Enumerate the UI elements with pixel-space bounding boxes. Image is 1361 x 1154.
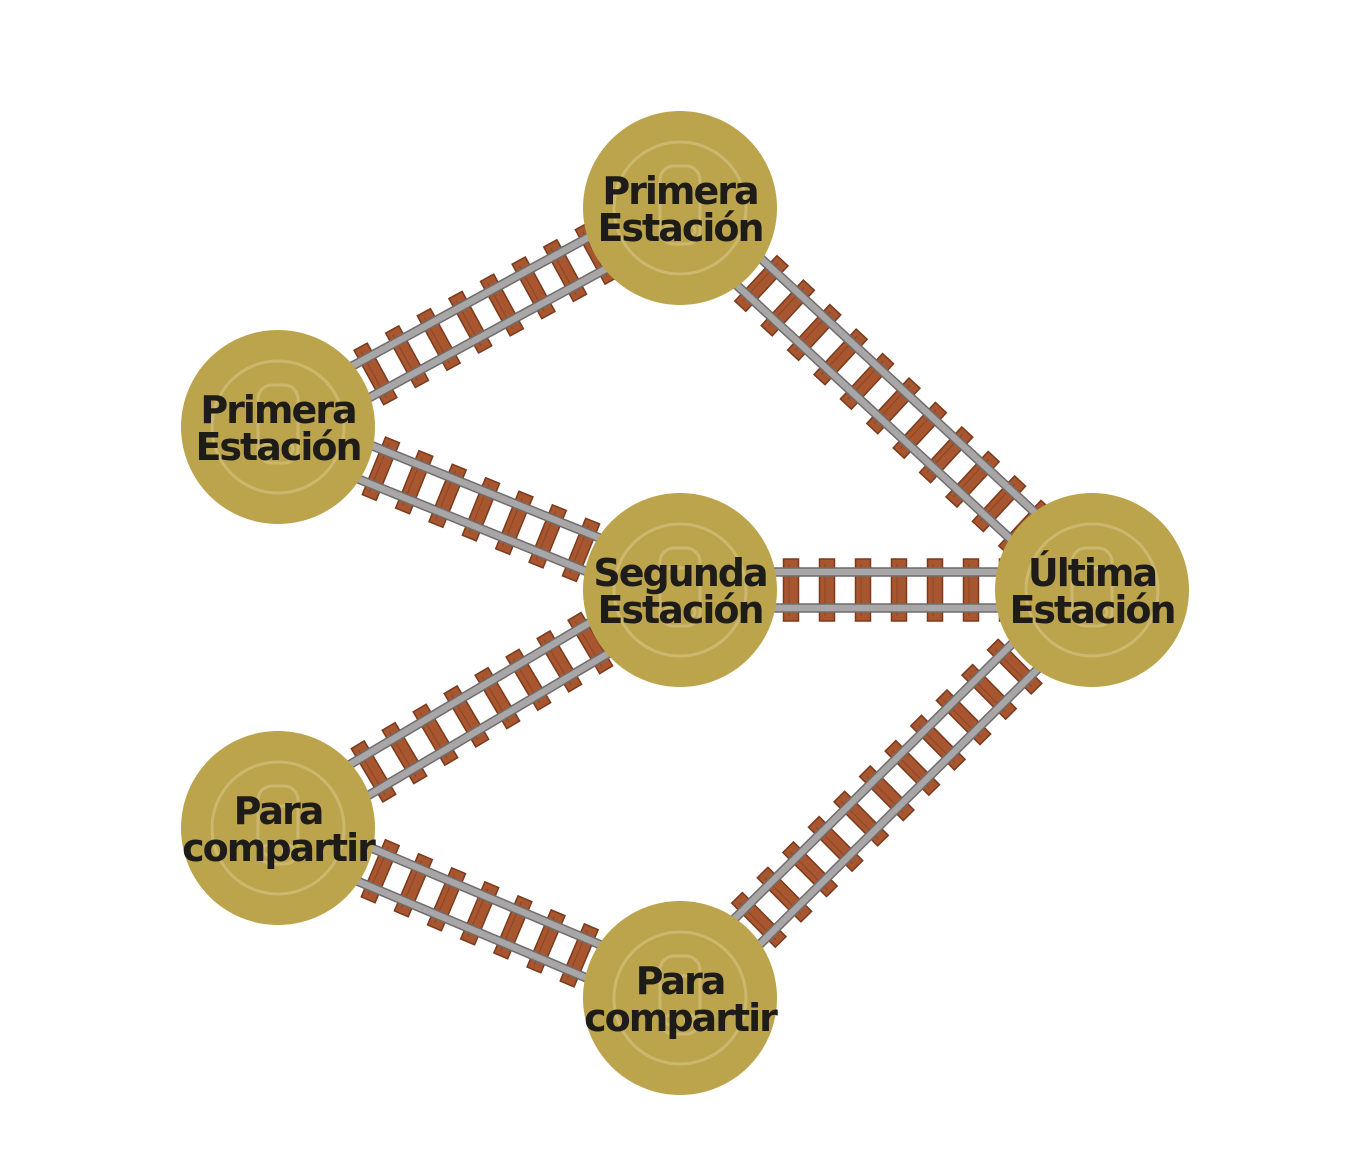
station-label-line-2: Estación: [597, 588, 762, 632]
rail-line: [713, 262, 1035, 562]
rail-line: [323, 604, 617, 783]
rail-line: [711, 620, 1036, 942]
rail-line: [746, 603, 1026, 613]
track-first-left-to-second: [327, 422, 628, 587]
station-label-line-2: Estación: [195, 425, 360, 469]
rail-line: [341, 635, 635, 814]
track-share-left-to-second: [319, 604, 635, 822]
station-circle: [181, 731, 375, 925]
station-label-line-2: Estación: [1009, 588, 1174, 632]
station-circle: [181, 330, 375, 524]
train-emblem-icon: [210, 760, 346, 896]
station-label-line-1: Primera: [200, 388, 355, 432]
station-label-line-1: Última: [1028, 551, 1156, 595]
rail-line: [746, 567, 1026, 577]
station-label-line-2: Estación: [597, 206, 762, 250]
track-share-left-to-share-bottom: [327, 824, 628, 994]
station-circle: [995, 493, 1189, 687]
train-emblem-icon: [612, 522, 748, 658]
station-circle: [583, 901, 777, 1095]
track-second-to-last: [746, 558, 1026, 622]
track-share-bottom-to-last: [705, 620, 1061, 974]
train-emblem-icon: [210, 359, 346, 495]
track-first-top-to-last: [707, 230, 1059, 562]
station-label-line-1: Segunda: [593, 551, 766, 595]
station-circle: [583, 111, 777, 305]
station-label-line-2: compartir: [584, 996, 778, 1040]
station-label-line-1: Para: [636, 959, 725, 1003]
rail-line: [325, 219, 616, 384]
rail-line: [737, 236, 1059, 536]
train-emblem-icon: [1024, 522, 1160, 658]
train-emblem-icon: [612, 140, 748, 276]
station-label-line-1: Primera: [602, 169, 757, 213]
track-first-left-to-first-top: [321, 219, 633, 423]
station-label-line-1: Para: [234, 789, 323, 833]
station-label-line-2: compartir: [182, 826, 376, 870]
train-emblem-icon: [612, 930, 748, 1066]
rail-line: [736, 646, 1061, 968]
station-circle: [583, 493, 777, 687]
